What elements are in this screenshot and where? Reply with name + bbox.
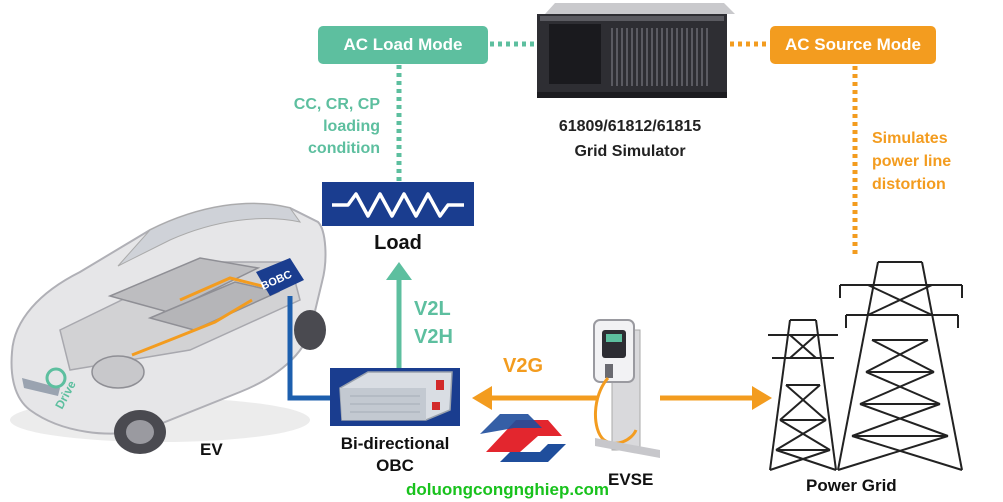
watermark-text: doluongcongnghiep.com [406, 480, 610, 499]
v2l-label: V2L [414, 298, 451, 320]
loading-condition-line-2: loading [323, 118, 380, 135]
ev-to-obc-cable [287, 296, 338, 401]
obc-device [330, 368, 460, 426]
evse-charger [593, 319, 660, 458]
bobc-module: BOBC [256, 258, 304, 296]
simulates-line-1: Simulates [872, 130, 948, 147]
evse-label: EVSE [608, 470, 654, 489]
grid-simulator-model: 61809/61812/61815 [558, 118, 702, 135]
obc-label-line-1: Bi-directional [340, 434, 450, 453]
ev-label: EV [200, 440, 223, 459]
ev-car-illustration [10, 202, 327, 454]
simulates-line-2: power line [872, 153, 952, 170]
obc-label-line-2: OBC [376, 456, 414, 475]
ac-load-mode-label: AC Load Mode [318, 26, 488, 64]
simulates-line-3: distortion [872, 176, 946, 193]
power-grid-label: Power Grid [806, 476, 897, 495]
watermark-logo [480, 414, 566, 462]
evse-to-grid-arrow [660, 386, 772, 410]
grid-simulator-device [537, 3, 735, 98]
load-label: Load [374, 232, 422, 254]
power-grid-towers-icon [768, 261, 963, 471]
v2l-v2h-arrow [386, 262, 412, 370]
v2g-arrow [472, 386, 598, 410]
ac-source-mode-label: AC Source Mode [770, 26, 936, 64]
v2h-label: V2H [414, 326, 453, 348]
loading-condition-line-1: CC, CR, CP [293, 96, 380, 113]
loading-condition-line-3: condition [308, 140, 380, 157]
orange-dotted-connector [730, 41, 858, 258]
v2g-label: V2G [503, 355, 544, 377]
load-resistor-icon [322, 182, 474, 226]
teal-dotted-connector [396, 41, 535, 182]
grid-simulator-name: Grid Simulator [574, 143, 686, 160]
